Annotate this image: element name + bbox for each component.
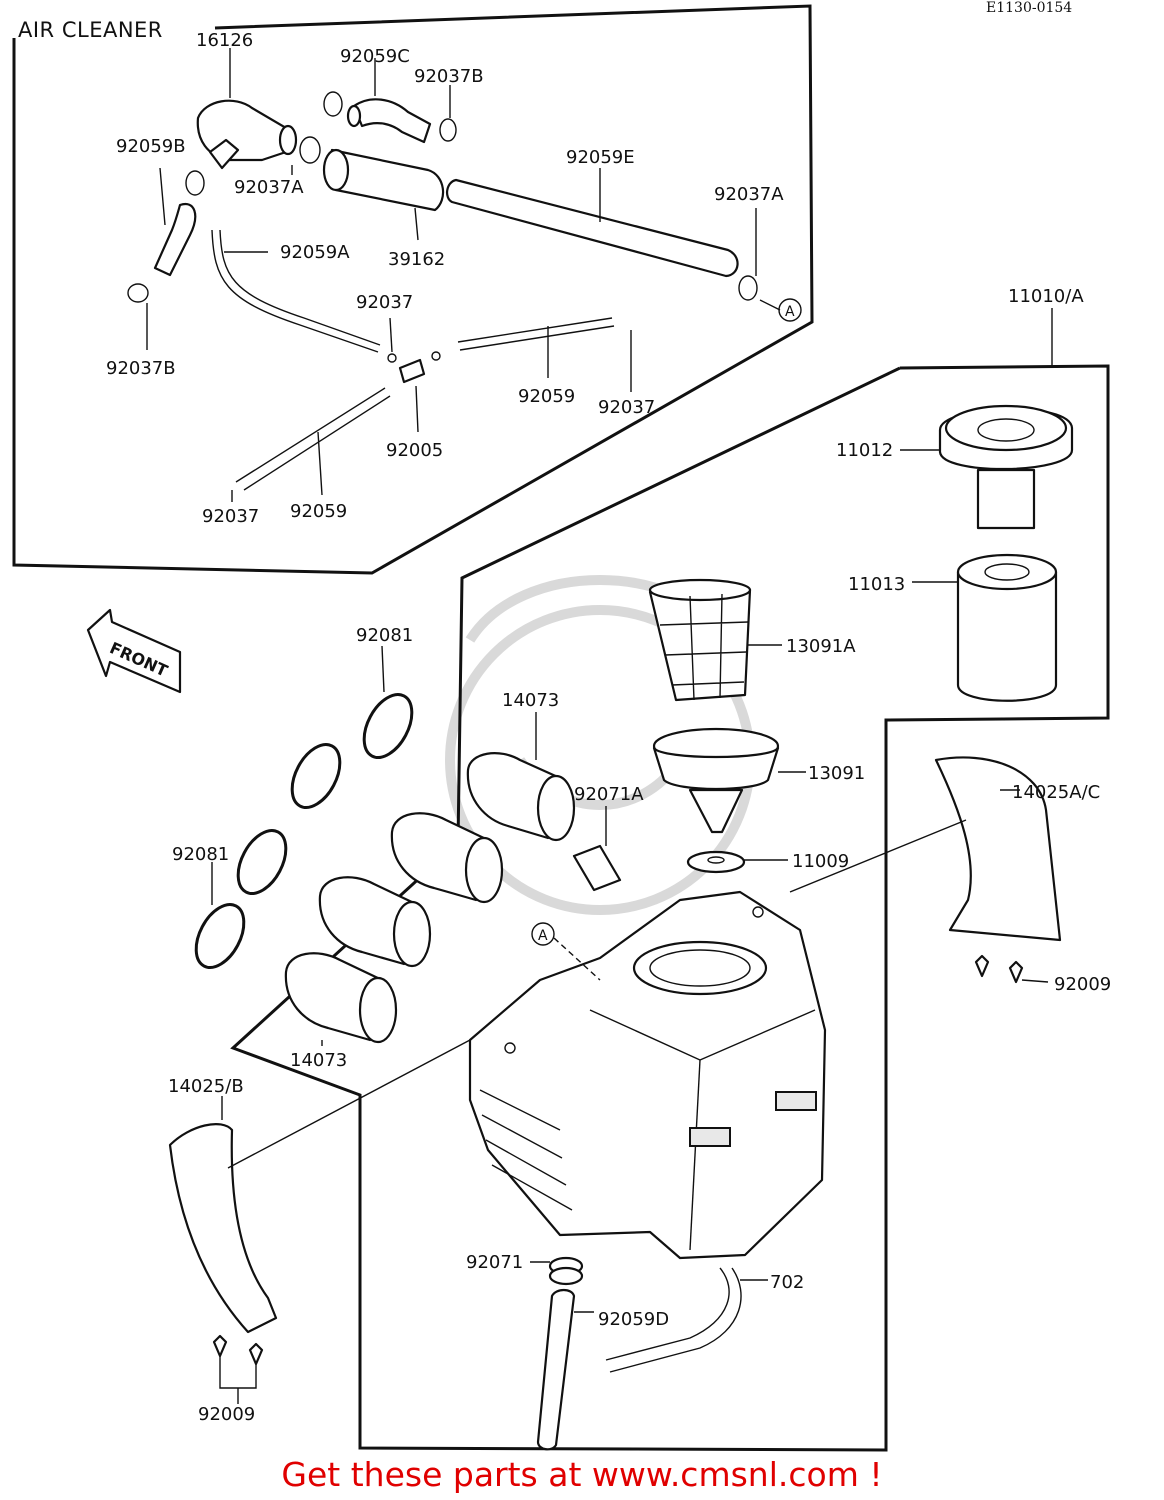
diagram-code: E1130-0154 <box>986 0 1073 16</box>
part-11012-cap <box>900 404 1074 530</box>
part-92071-grommet <box>530 1256 584 1286</box>
part-number-labels: 16126 92059C 92037B 92059B 92037A 92059E… <box>106 30 1111 1425</box>
label-13091A: 13091A <box>786 636 856 657</box>
label-92037-right: 92037 <box>598 397 655 418</box>
label-92071A: 92071A <box>574 784 644 805</box>
part-14025AC-bracket <box>789 756 1062 984</box>
part-11013-filter <box>912 553 1058 702</box>
part-11009-grommet <box>686 850 788 874</box>
label-92005: 92005 <box>386 440 443 461</box>
label-92059D: 92059D <box>598 1309 669 1330</box>
label-92059A: 92059A <box>280 242 350 263</box>
label-16126: 16126 <box>196 30 253 51</box>
label-92071: 92071 <box>466 1252 523 1273</box>
label-92059-bottom: 92059 <box>290 501 347 522</box>
part-39162-tube <box>322 148 445 241</box>
label-callout-A-main: A <box>538 928 548 944</box>
part-92059-pipe-right <box>387 317 632 433</box>
part-92059-pipe-bottom <box>231 387 391 502</box>
part-13091A-mesh <box>648 578 782 702</box>
main-group-frame <box>230 364 1110 1452</box>
label-11010A: 11010/A <box>1008 286 1084 307</box>
part-13091-funnel <box>652 727 806 834</box>
label-92037A-left: 92037A <box>234 177 304 198</box>
diagram-title: AIR CLEANER <box>18 18 163 42</box>
label-92059B: 92059B <box>116 136 186 157</box>
label-39162: 39162 <box>388 249 445 270</box>
label-14073-bottom: 14073 <box>290 1050 347 1071</box>
part-16126-breather <box>196 48 298 170</box>
label-92037B-top: 92037B <box>414 66 484 87</box>
label-11009: 11009 <box>792 851 849 872</box>
label-13091: 13091 <box>808 763 865 784</box>
callout-A-main <box>531 922 601 981</box>
part-92059B-hose <box>127 167 205 350</box>
part-14073-boots <box>284 712 576 1046</box>
label-92037A-right: 92037A <box>714 184 784 205</box>
label-92081-left: 92081 <box>172 844 229 865</box>
label-702: 702 <box>770 1272 804 1293</box>
label-11013: 11013 <box>848 574 905 595</box>
part-92059A-pipe <box>211 229 381 353</box>
part-92081-o-rings <box>194 645 414 969</box>
label-11012: 11012 <box>836 440 893 461</box>
label-92081-top: 92081 <box>356 625 413 646</box>
part-92059E-hose <box>446 168 781 311</box>
label-92037-bottom: 92037 <box>202 506 259 527</box>
part-702-tube <box>605 1267 768 1373</box>
callout-A-upper <box>778 298 802 322</box>
label-92059C: 92059C <box>340 46 410 67</box>
footer-link-text[interactable]: Get these parts at www.cmsnl.com ! <box>281 1455 883 1494</box>
label-14025B: 14025/B <box>168 1076 244 1097</box>
label-92059E: 92059E <box>566 147 635 168</box>
label-92009-right: 92009 <box>1054 974 1111 995</box>
part-airbox-housing <box>468 890 827 1260</box>
front-arrow-icon <box>86 608 182 694</box>
label-callout-A-upper: A <box>785 304 795 320</box>
label-92059-right: 92059 <box>518 386 575 407</box>
label-14073-top: 14073 <box>502 690 559 711</box>
part-92059D-tube <box>536 1288 594 1451</box>
label-92009-bottom: 92009 <box>198 1404 255 1425</box>
upper-group-frame <box>12 4 814 575</box>
part-92059C-hose <box>346 58 432 144</box>
part-92071A-fitting <box>572 806 622 892</box>
label-92037B-left: 92037B <box>106 358 176 379</box>
part-14025B-bracket <box>168 1039 471 1404</box>
label-14025AC: 14025A/C <box>1012 782 1100 803</box>
label-92037-mid: 92037 <box>356 292 413 313</box>
clamp-icons-top <box>291 85 457 175</box>
